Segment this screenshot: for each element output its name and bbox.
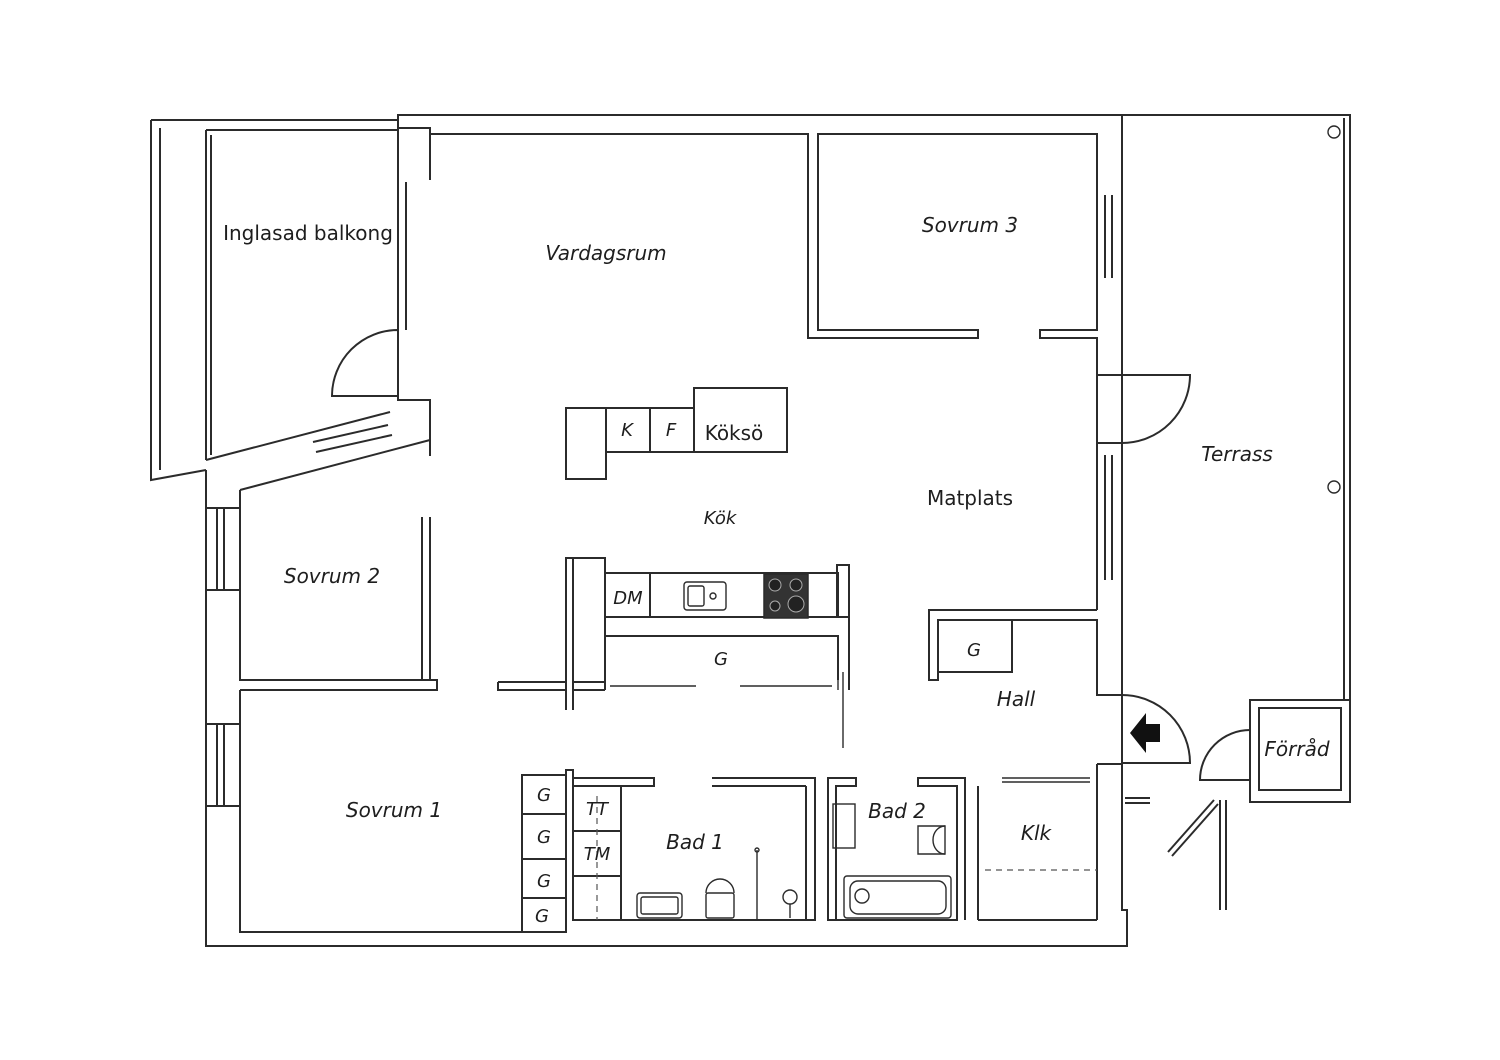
label-bad2: Bad 2 [868,799,926,823]
label-sovrum2: Sovrum 2 [284,564,380,588]
sovrum1-wardrobes [521,774,567,933]
label-hall: Hall [997,687,1036,711]
hall-wardrobe [937,619,1013,673]
label-k: K [621,420,634,441]
label-terrass: Terrass [1201,442,1273,466]
bad1-fixtures [636,847,798,920]
outer-walls [150,114,1351,947]
label-g-kitchen: G [714,649,728,670]
label-dm: DM [613,588,643,609]
label-klk: Klk [1021,821,1053,845]
balcony-door-swing [330,328,399,397]
bathtub-icon [843,875,952,919]
label-g-3: G [537,871,551,892]
label-sovrum1: Sovrum 1 [346,798,442,822]
kitchen-counter [497,557,850,748]
storage-door-swing [1198,729,1251,781]
entrance-door-swing [1121,694,1192,764]
label-g-1: G [537,785,551,806]
kitchen-island [565,387,788,480]
label-f: F [666,420,677,441]
bad1-walls [565,769,816,921]
label-bad1: Bad 1 [666,830,724,854]
label-sovrum3: Sovrum 3 [922,213,1018,237]
label-vardagsrum: Vardagsrum [545,241,666,265]
label-koksoe: Köksö [705,421,764,445]
label-tt: TT [586,799,610,820]
label-inglasad-balkong: Inglasad balkong [223,221,393,245]
entrance-arrow-icon [1130,713,1160,753]
label-kok: Kök [704,508,738,529]
label-g-2: G [537,827,551,848]
label-tm: TM [584,844,611,865]
label-g-4: G [535,906,549,927]
sovrum1-walls [206,690,522,933]
label-forrad: Förråd [1264,737,1329,761]
label-g-hall: G [967,640,981,661]
sovrum2-walls [206,490,438,691]
terrace-door-swing [1121,374,1192,444]
label-matplats: Matplats [927,486,1013,510]
fixture-labels: K F DM G G G G G G TT TM [535,420,981,927]
bad2-fixtures [832,803,946,904]
sovrum3-window [1104,195,1113,580]
stove-icon [763,573,809,619]
balcony-walls [159,128,431,491]
sink-icon [683,581,727,611]
room-labels: Inglasad balkong Vardagsrum Sovrum 3 Ter… [223,213,1330,854]
bad2-walls [827,777,1097,921]
